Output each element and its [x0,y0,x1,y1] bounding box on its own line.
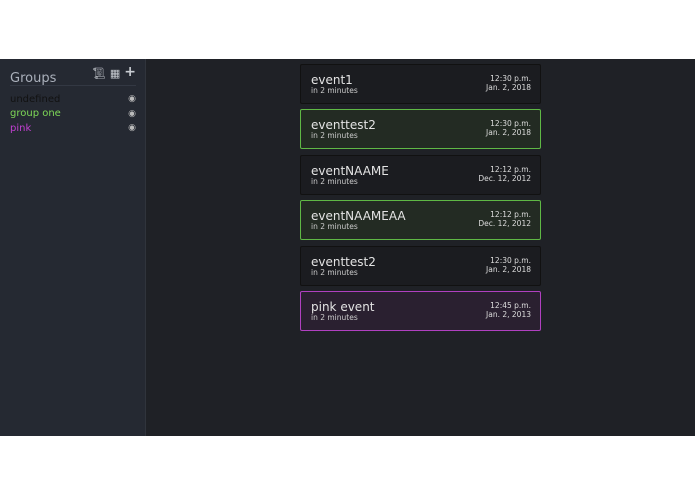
event-name: eventtest2 [311,255,376,269]
event-time: 12:12 p.m. [490,210,531,219]
group-name[interactable]: group one [10,108,61,120]
event-time: 12:30 p.m. [490,256,531,265]
eye-icon[interactable]: ◉ [128,94,136,105]
eye-icon[interactable]: ◉ [128,108,136,119]
event-date: Dec. 12, 2012 [478,174,531,183]
event-date: Jan. 2, 2018 [486,83,531,92]
event-relative-time: in 2 minutes [311,313,358,322]
event-name: eventNAAME [311,164,389,178]
group-item[interactable]: group one ◉ [10,107,136,122]
event-relative-time: in 2 minutes [311,177,358,186]
eye-icon[interactable]: ◉ [128,123,136,134]
groups-title: Groups [10,71,57,86]
group-list: undefined ◉ group one ◉ pink ◉ [10,92,136,136]
event-relative-time: in 2 minutes [311,222,358,231]
event-date: Dec. 12, 2012 [478,219,531,228]
group-name[interactable]: pink [10,122,32,134]
calendar-icon[interactable]: ▦ [109,67,121,80]
groups-header: Groups 📜︎ ▦ + [10,64,136,86]
plus-icon[interactable]: + [124,64,136,80]
group-item[interactable]: undefined ◉ [10,92,136,107]
group-name[interactable]: undefined [10,93,61,105]
event-date: Jan. 2, 2018 [486,128,531,137]
event-relative-time: in 2 minutes [311,131,358,140]
sidebar: Groups 📜︎ ▦ + undefined ◉ group one ◉ pink ◉ [0,59,146,436]
event-date: Jan. 2, 2013 [486,310,531,319]
event-time: 12:12 p.m. [490,165,531,174]
scroll-icon[interactable]: 📜︎ [91,67,106,80]
event-relative-time: in 2 minutes [311,268,358,277]
app: Groups 📜︎ ▦ + undefined◉group one◉pink◉ … [0,59,695,436]
event-time: 12:45 p.m. [490,301,531,310]
group-item[interactable]: pink ◉ [10,121,136,136]
event-time: 12:30 p.m. [490,74,531,83]
event-time: 12:30 p.m. [490,119,531,128]
event-relative-time: in 2 minutes [311,86,358,95]
event-name: event1 [311,73,353,87]
event-name: eventNAAMEAA [311,209,406,223]
event-name: eventtest2 [311,118,376,132]
event-date: Jan. 2, 2018 [486,265,531,274]
event-name: pink event [311,300,375,314]
